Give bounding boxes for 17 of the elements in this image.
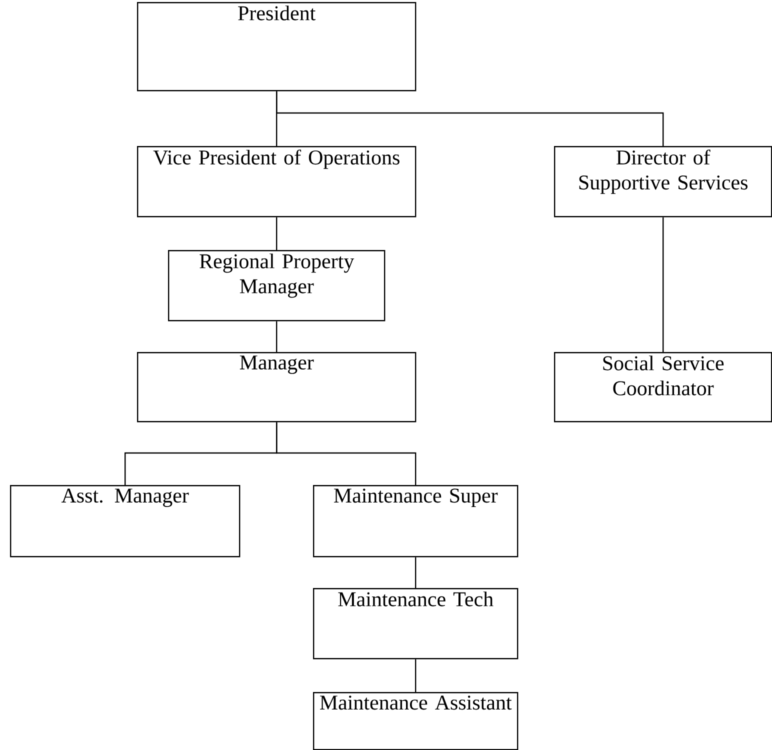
connector-line xyxy=(276,217,278,250)
connector-line xyxy=(276,321,278,352)
connector-line xyxy=(662,217,664,352)
org-box: Maintenance Tech xyxy=(313,588,518,660)
org-box: Director of Supportive Services xyxy=(554,146,772,218)
org-box: President xyxy=(137,2,416,92)
org-box: Social Service Coordinator xyxy=(554,352,772,422)
org-box: Vice President of Operations xyxy=(137,146,416,218)
connector-line xyxy=(276,91,664,146)
org-box: Maintenance Assistant xyxy=(313,692,518,750)
connector-line xyxy=(415,659,416,692)
org-box: Regional Property Manager xyxy=(168,250,386,322)
connector-line xyxy=(415,557,416,588)
org-box: Maintenance Super xyxy=(313,485,518,558)
connector-line xyxy=(276,422,416,485)
org-box: Asst. Manager xyxy=(10,485,240,558)
org-box: Manager xyxy=(137,352,416,422)
